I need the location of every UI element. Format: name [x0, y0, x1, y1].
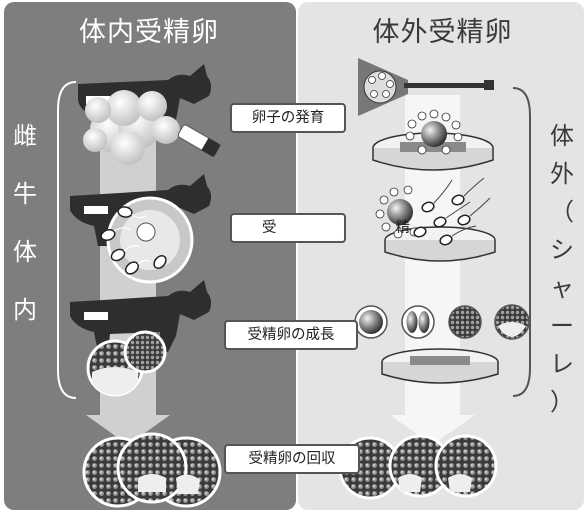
stage-label-fertilization: 受 精 [230, 213, 410, 243]
side-label-char: ー [550, 312, 574, 340]
hormone-syringe-icon [177, 124, 221, 158]
side-label-char: （ [550, 198, 574, 226]
in-vivo-title: 体内受精卵 [79, 17, 219, 48]
side-label-char: 体 [550, 122, 574, 150]
petri-dish-fertilization [375, 177, 496, 262]
side-label-char: シ [550, 236, 574, 264]
petri-dish-culture [381, 348, 499, 384]
side-label-char: 体 [13, 238, 37, 266]
embryo-growth-stages [354, 304, 530, 340]
side-label-char: 内 [13, 296, 37, 324]
in-vivo-bracket [57, 81, 77, 399]
ovary-aspiration-icon [358, 58, 494, 116]
collected-embryos-in-vivo [82, 432, 222, 508]
side-label-char: レ [550, 350, 574, 378]
in-vitro-side-label: 体 外 （ シ ャ ー レ ） [547, 124, 577, 428]
egg-with-sperm [100, 196, 194, 284]
side-label-char: 雌 [13, 122, 37, 150]
developing-embryos [86, 330, 167, 397]
stage-label-embryo-collection: 受精卵の回収 [224, 444, 360, 474]
cow-silhouette [70, 280, 212, 352]
side-label-char: ） [550, 388, 574, 416]
side-label-char: 牛 [13, 180, 37, 208]
in-vitro-bracket [512, 87, 531, 397]
stage-label-oocyte-development: 卵子の発育 [230, 103, 346, 133]
in-vitro-title: 体外受精卵 [372, 17, 513, 48]
in-vivo-side-label: 雌 牛 体 内 [10, 124, 40, 356]
side-label-char: 外 [550, 160, 574, 188]
side-label-char: ャ [550, 274, 574, 302]
ovary-follicles [83, 90, 180, 165]
stage-label-embryo-growth: 受精卵の成長 [224, 320, 358, 350]
petri-dish-oocyte [372, 109, 494, 171]
collected-embryos-in-vitro [338, 434, 498, 500]
